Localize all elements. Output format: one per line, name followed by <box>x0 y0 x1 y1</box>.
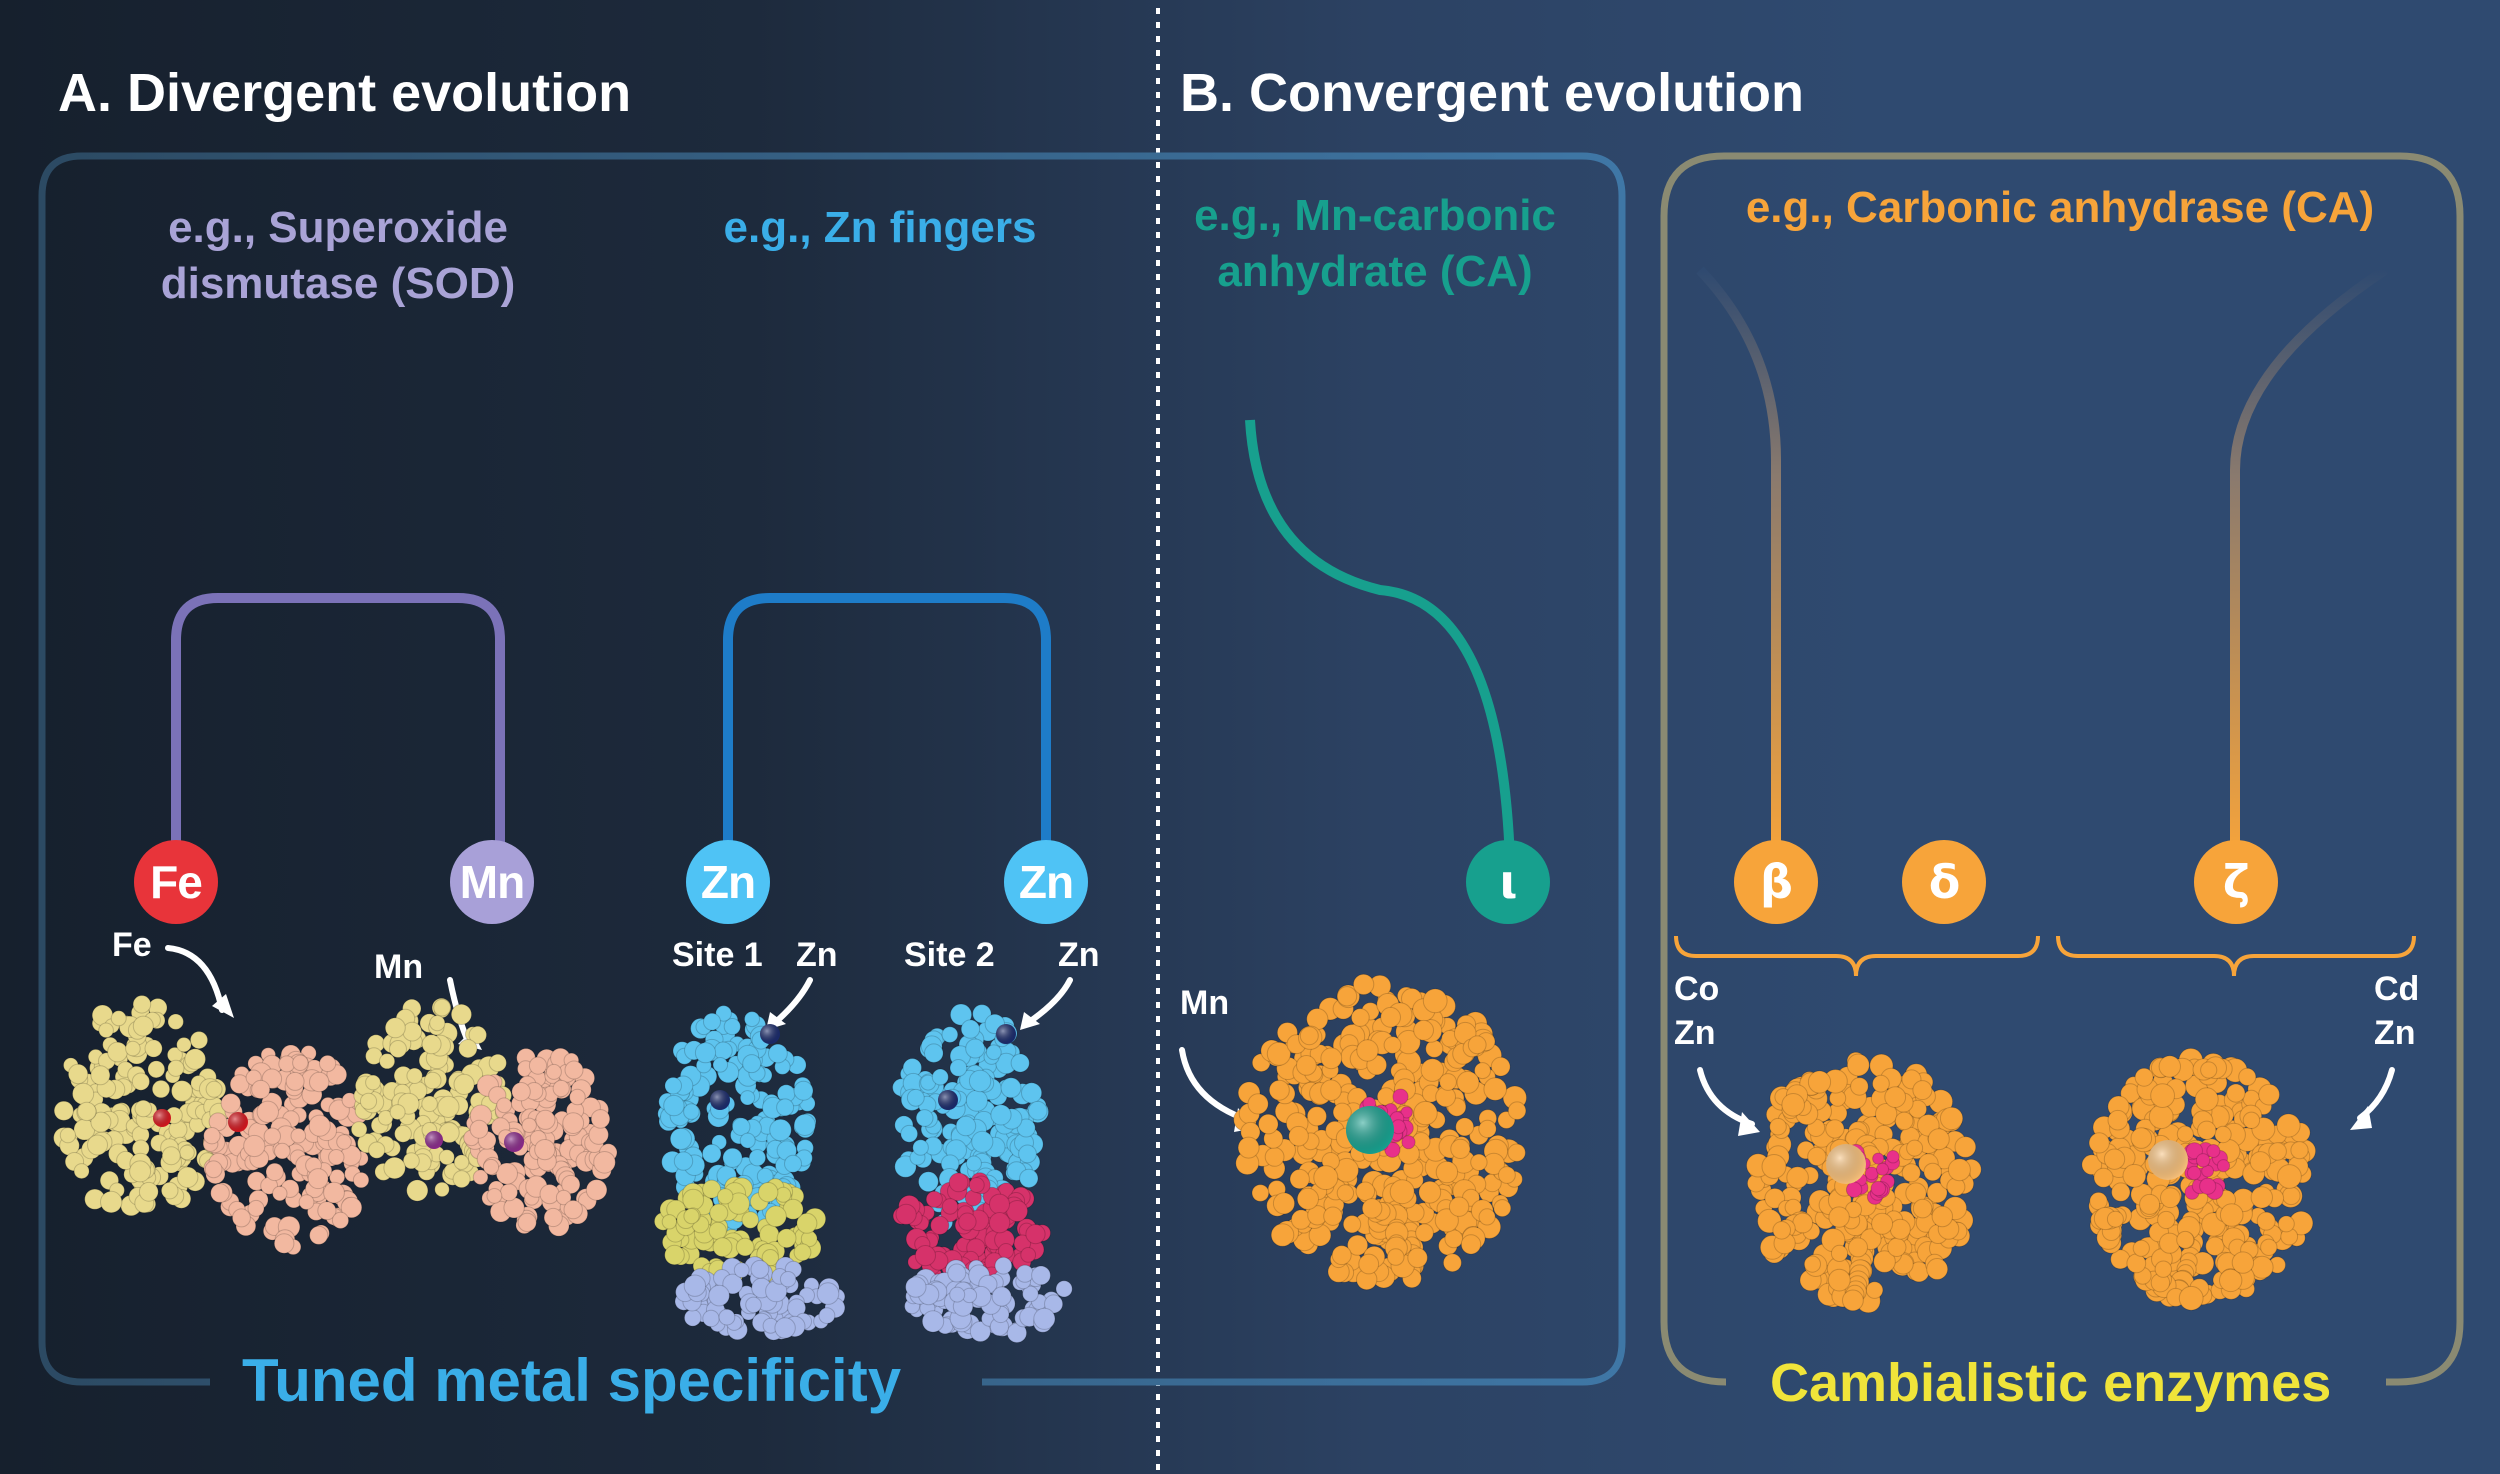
site2-zn-label: Zn <box>1058 936 1100 974</box>
iota-node: ι <box>1466 840 1550 924</box>
cd-zn-label: Zn <box>2374 1014 2416 1052</box>
zn-node-1: Zn <box>686 840 770 924</box>
zn-finger-2-upper <box>892 1003 1049 1237</box>
sod-tree <box>171 310 505 850</box>
cambialistic-frame <box>1660 152 2464 1386</box>
zn-tree <box>723 268 1051 850</box>
site2-label: Site 2 <box>904 936 995 974</box>
zeta-node: ζ <box>2194 840 2278 924</box>
site2-arrow <box>1029 977 1073 1023</box>
sod-example-label: e.g., Superoxide dismutase (SOD) <box>160 203 516 308</box>
zn-finger-2-lower <box>904 1256 1073 1344</box>
zn-node-2: Zn <box>1004 840 1088 924</box>
zn-fingers-example-label: e.g., Zn fingers <box>723 203 1037 252</box>
mn-ca-lineage <box>1245 340 1515 861</box>
iota-ca-structure <box>1233 973 1528 1291</box>
zeta-ca-site <box>2183 1142 2231 1200</box>
ca-lineages <box>1696 265 2388 860</box>
site1-label: Site 1 <box>672 936 763 974</box>
fe-structure-label: Fe <box>112 926 152 964</box>
fe-sod-chain-a <box>53 995 230 1217</box>
mn-sod-chain-b <box>463 1047 618 1237</box>
fe-arrow <box>165 945 225 1013</box>
heading-convergent: B. Convergent evolution <box>1180 63 1805 123</box>
zn-finger-1-lower <box>674 1256 846 1341</box>
mn-ca-structure-label: Mn <box>1180 984 1230 1022</box>
co-zn-label: Zn <box>1674 1014 1716 1052</box>
tuned-frame <box>38 152 1626 1386</box>
site1-zn-label: Zn <box>796 936 838 974</box>
brace-beta-delta <box>1674 935 2040 977</box>
zn-finger-2-mid <box>892 1172 1051 1288</box>
tuned-metal-specificity-label: Tuned metal specificity <box>242 1347 902 1414</box>
delta-node: δ <box>1902 840 1986 924</box>
heading-divergent: A. Divergent evolution <box>58 63 632 123</box>
cambialistic-enzymes-label: Cambialistic enzymes <box>1770 1353 2332 1413</box>
ca-example-label: e.g., Carbonic anhydrase (CA) <box>1745 183 2375 232</box>
fe-sod-chain-b <box>202 1044 370 1256</box>
mn-ca-example-label: e.g., Mn-carbonic anhydrate (CA) <box>1194 191 1556 296</box>
beta-node: β <box>1734 840 1818 924</box>
protein-structures <box>53 973 2317 1344</box>
fe-node: Fe <box>134 840 218 924</box>
site1-arrow <box>775 977 813 1023</box>
zn-finger-1-mid <box>653 1176 827 1285</box>
cd-label: Cd <box>2374 970 2420 1008</box>
mn-structure-label: Mn <box>374 948 424 986</box>
mn-node: Mn <box>450 840 534 924</box>
brace-zeta <box>2056 935 2416 977</box>
co-label: Co <box>1674 970 1720 1008</box>
